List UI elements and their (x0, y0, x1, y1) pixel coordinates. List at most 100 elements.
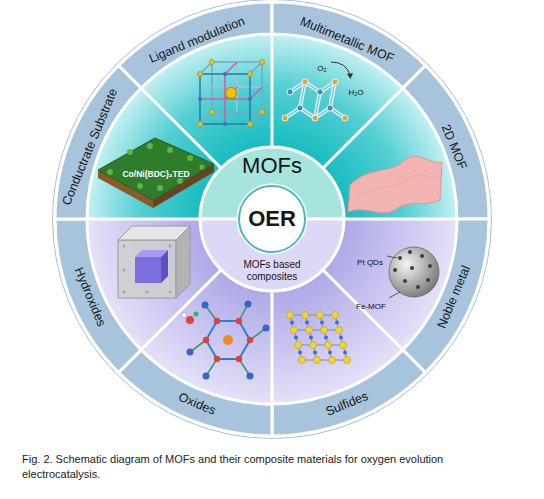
substrate-foam (147, 143, 153, 149)
sulfide-lattice (287, 312, 294, 319)
sulfide-lattice (291, 327, 298, 334)
sulfide-lattice (336, 327, 343, 334)
multimetallic-chain (312, 115, 318, 121)
oxide-network (194, 312, 199, 317)
ligand-lattice (250, 87, 262, 99)
multimetallic-chain (302, 79, 308, 85)
sulfide-lattice (320, 321, 324, 325)
part-label: Pt QDs (357, 258, 383, 267)
multimetallic-chain (282, 79, 348, 121)
sulfide-lattice (306, 327, 313, 334)
sulfide-lattice (290, 321, 294, 325)
ligand-lattice (248, 72, 253, 77)
sulfide-lattice (317, 312, 324, 319)
ligand-lattice (248, 122, 253, 127)
oxide-network (190, 304, 266, 376)
shape-group (239, 186, 305, 252)
hydroxide-cube (169, 245, 172, 248)
category-band: Noble metal (400, 217, 491, 375)
oxide-network (202, 302, 209, 309)
band-shape (53, 217, 144, 375)
shape-group (403, 66, 489, 219)
ligand-lattice (198, 72, 203, 77)
center-circle: OER (237, 184, 307, 254)
sulfide-lattice (314, 357, 321, 364)
sulfide-lattice (324, 336, 328, 340)
sulfide-lattice (290, 315, 347, 360)
multimetallic-chain (331, 62, 350, 75)
sulfide-lattice (329, 357, 336, 364)
sulfide-lattice (298, 351, 302, 355)
hydroxide-cube (135, 257, 161, 283)
shape-group (55, 219, 141, 372)
category-band: Hydroxides (53, 217, 144, 375)
hydroxide-cube (123, 245, 126, 248)
oxide-network (182, 313, 187, 318)
shape-group (119, 350, 272, 436)
noble-sphere (393, 250, 432, 289)
noble-sphere (416, 285, 420, 289)
ligand-lattice (198, 72, 252, 126)
band-outline (55, 219, 141, 372)
molecule-label: O₂ (317, 64, 326, 73)
sector-divider (271, 291, 274, 404)
noble-sphere (387, 256, 397, 258)
hydroxide-cube (176, 226, 190, 298)
band-title: MOFs (242, 153, 302, 178)
oxide-network (187, 349, 194, 356)
sulfide-lattice (340, 342, 347, 349)
sulfide-lattice (309, 336, 313, 340)
ligand-lattice (200, 74, 250, 124)
ligand-lattice (226, 88, 237, 99)
multimetallic-chain (317, 89, 323, 95)
oxide-network (186, 316, 194, 324)
oxide-network (203, 337, 209, 343)
noble-sphere (389, 247, 439, 297)
hydroxide-cube (118, 226, 190, 298)
inner-sectors (87, 34, 457, 404)
sulfide-lattice (328, 351, 332, 355)
figure-caption: Fig. 2. Schematic diagram of MOFs and th… (22, 452, 522, 482)
band-outline (119, 350, 272, 436)
sulfide-lattice (295, 342, 302, 349)
sulfide-lattice (305, 321, 309, 325)
hydroxide-cube (123, 269, 126, 272)
substrate-foam (107, 169, 113, 175)
sector-divider (87, 34, 457, 404)
substrate-foam (200, 165, 205, 170)
band-outline (119, 2, 272, 88)
ligand-lattice (198, 122, 203, 127)
sulfide-lattice (299, 357, 306, 364)
noble-sphere (387, 247, 439, 298)
shape-group (119, 2, 272, 88)
ligand-lattice (198, 97, 202, 101)
multimetallic-chain (285, 82, 345, 118)
oxide-network (214, 318, 220, 324)
hydroxide-cube (161, 250, 168, 283)
ligand-lattice (223, 72, 227, 76)
noble-sphere (410, 266, 414, 270)
2d-sheet (356, 175, 440, 198)
ligand-lattice (210, 110, 215, 115)
hydroxide-cube (169, 291, 172, 294)
oxide-network (236, 318, 242, 324)
substrate-foam (167, 147, 173, 153)
sulfide-lattice (332, 312, 339, 319)
multimetallic-chain (342, 115, 348, 121)
oxide-network (187, 301, 270, 380)
ligand-lattice (210, 60, 215, 65)
shape-group (403, 219, 489, 372)
ligand-lattice (225, 87, 237, 99)
hydroxide-cube (123, 291, 126, 294)
sulfide-lattice (310, 342, 317, 349)
multimetallic-chain (332, 79, 338, 85)
sulfide-lattice (302, 312, 309, 319)
sulfide-lattice (335, 321, 339, 325)
noble-sphere (426, 278, 430, 282)
part-label: Fe-MOF (356, 302, 386, 311)
oxide-network (263, 325, 270, 332)
substrate-foam (127, 149, 133, 155)
oxide-network (223, 335, 233, 345)
sulfide-lattice (325, 342, 332, 349)
